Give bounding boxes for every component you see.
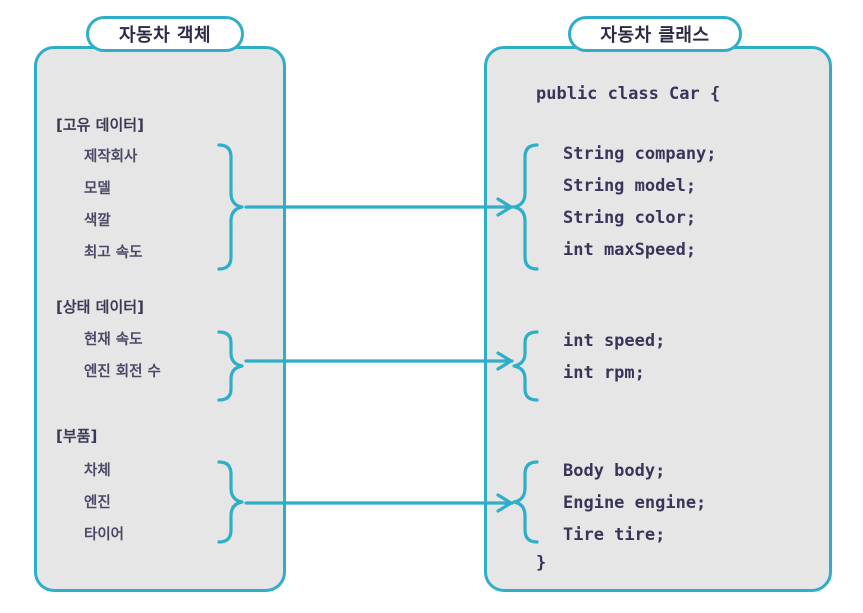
- code-line-engine: Engine engine;: [563, 493, 707, 513]
- group-item-current-speed: 현재 속도: [84, 332, 143, 348]
- code-line-body: Body body;: [563, 461, 666, 481]
- group-item-company: 제작회사: [84, 149, 138, 165]
- object-panel-title: 자동차 객체: [86, 16, 244, 52]
- class-panel-title: 자동차 클래스: [568, 16, 742, 52]
- code-line-closing-brace: }: [536, 553, 547, 573]
- code-line-color: String color;: [563, 208, 697, 228]
- class-panel-title-text: 자동차 클래스: [600, 25, 710, 46]
- group-item-max-speed: 최고 속도: [84, 245, 143, 261]
- code-line-class-declaration: public class Car {: [536, 84, 721, 104]
- code-line-speed: int speed;: [563, 331, 666, 351]
- object-panel-title-text: 자동차 객체: [118, 25, 212, 46]
- group-item-body: 차체: [84, 463, 111, 479]
- code-line-tire: Tire tire;: [563, 525, 666, 545]
- group-heading-parts: [부품]: [56, 427, 98, 445]
- code-line-company: String company;: [563, 144, 717, 164]
- group-heading-unique-data: [고유 데이터]: [56, 116, 144, 134]
- group-item-tire: 타이어: [84, 527, 125, 543]
- code-line-rpm: int rpm;: [563, 363, 645, 383]
- group-item-color: 색깔: [84, 213, 111, 229]
- class-panel: [484, 46, 832, 592]
- code-line-model: String model;: [563, 176, 697, 196]
- object-panel: [34, 46, 286, 592]
- code-line-max-speed: int maxSpeed;: [563, 240, 697, 260]
- group-item-engine-rpm: 엔진 회전 수: [84, 364, 161, 380]
- group-heading-state-data: [상태 데이터]: [56, 298, 144, 316]
- group-item-model: 모델: [84, 181, 111, 197]
- group-item-engine: 엔진: [84, 495, 111, 511]
